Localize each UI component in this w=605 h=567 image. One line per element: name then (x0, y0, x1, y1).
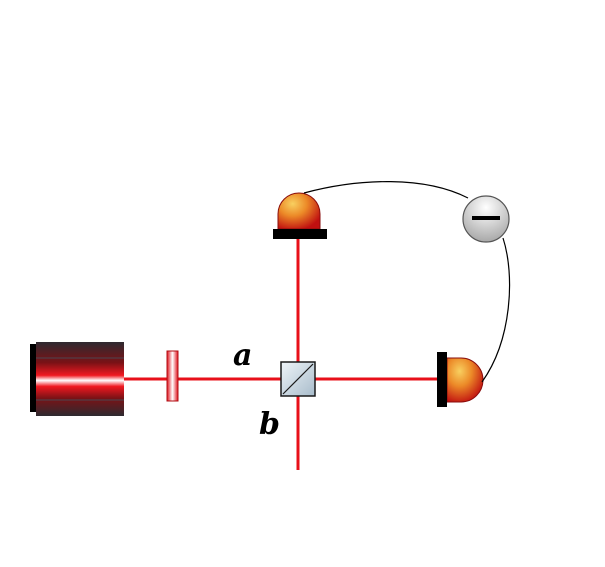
beam-splitter-cube-icon (280, 361, 316, 397)
port-b-label: b (259, 407, 280, 442)
wire-top-detector (303, 181, 469, 199)
port-a-label: a (233, 338, 252, 373)
photodetector-icon (437, 352, 484, 407)
waveplate-icon (166, 350, 179, 402)
minus-icon (462, 195, 510, 243)
wire-right-detector (481, 237, 511, 383)
laser-icon (30, 342, 124, 416)
photodetector-icon (273, 192, 327, 239)
